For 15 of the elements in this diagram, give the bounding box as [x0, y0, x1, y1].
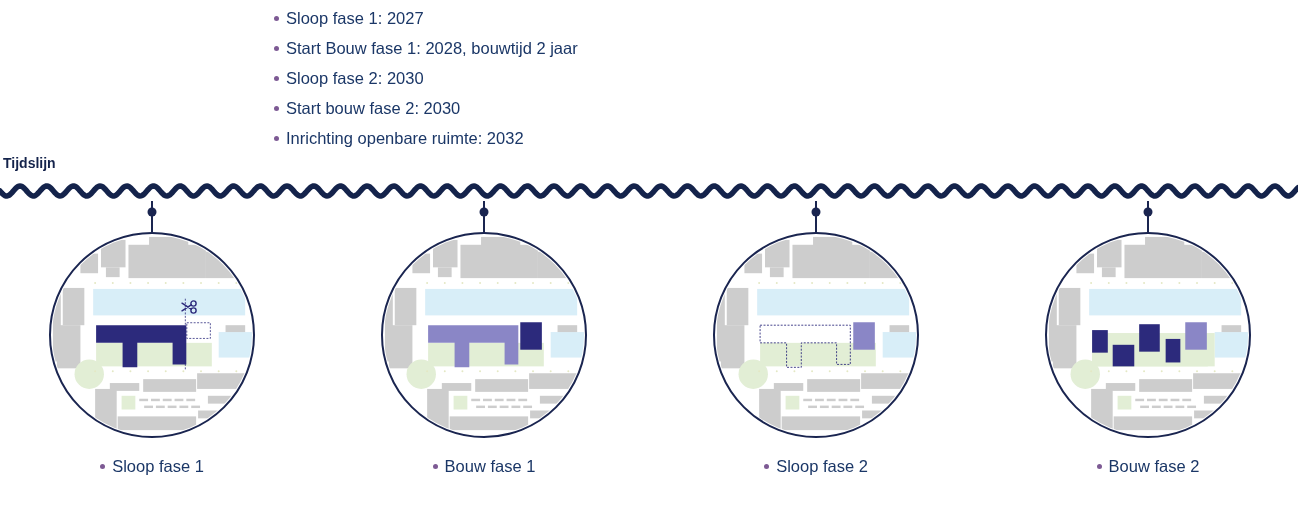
phase-caption: Bouw fase 2: [1108, 456, 1200, 476]
pin-line: [1143, 200, 1153, 233]
milestone-text: Start Bouw fase 1: 2028, bouwtijd 2 jaar: [286, 38, 578, 58]
phase-caption: Bouw fase 1: [444, 456, 536, 476]
milestone-text: Inrichting openbare ruimte: 2032: [286, 128, 524, 148]
milestone-text: Sloop fase 2: 2030: [286, 68, 424, 88]
pin-line: [479, 200, 489, 233]
phase-caption: Sloop fase 1: [112, 456, 204, 476]
milestone-text: Sloop fase 1: 2027: [286, 8, 424, 28]
wavy-timeline-line: [0, 181, 1298, 201]
timeline-heading: Tijdslijn: [3, 155, 56, 172]
pin-line: [811, 200, 821, 233]
phase-caption: Sloop fase 2: [776, 456, 868, 476]
milestone-text: Start bouw fase 2: 2030: [286, 98, 461, 118]
pin-line: [147, 200, 157, 233]
